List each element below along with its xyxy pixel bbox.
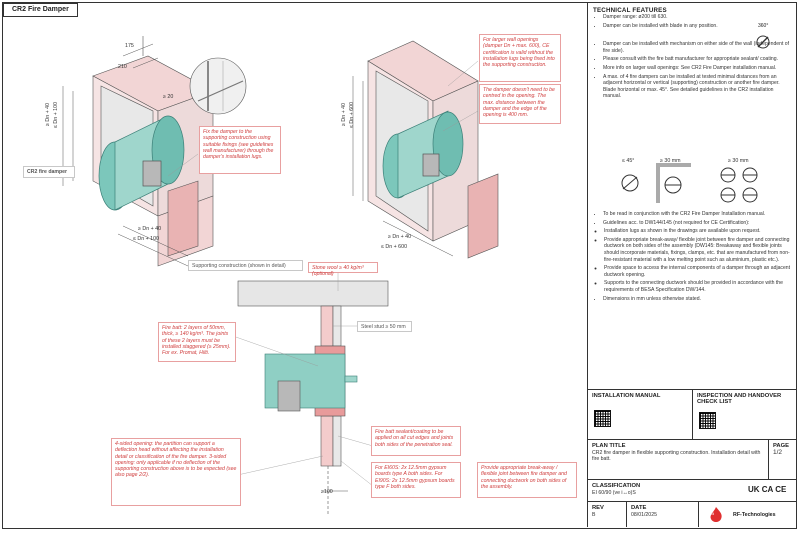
- label-stone-wool: Stone wool ≥ 40 kg/m³ (optional): [308, 262, 378, 277]
- feature-item: To be read in conjunction with the CR2 F…: [603, 211, 792, 218]
- feature-item: Damper can be installed with blade in an…: [603, 23, 792, 30]
- dim-175: 175: [125, 43, 134, 49]
- dist-label-30b: ≥ 30 mm: [728, 158, 749, 164]
- page-cell: PAGE 1/2: [768, 440, 797, 479]
- info-panel: TECHNICAL FEATURES Damper range: ø200 ti…: [587, 3, 797, 527]
- drawing-area: 175 210 ≥ 20 ≥ Dn + 40 ≤ Dn + 100 ≥ Dn +…: [3, 16, 585, 526]
- feature-subitem: Installation lugs as shown in the drawin…: [604, 228, 792, 235]
- left-detail-circle: [189, 57, 247, 115]
- note-sealant: Fire batt sealant/coating to be applied …: [371, 426, 461, 456]
- note-fix: Fix the damper to the supporting constru…: [199, 126, 281, 174]
- dim-left-min: ≥ Dn + 40: [45, 102, 51, 126]
- install-manual-cell: INSTALLATION MANUAL: [588, 390, 692, 439]
- dim-right-left-min: ≥ Dn + 40: [341, 102, 347, 126]
- date-cell: DATE 08/01/2025: [626, 502, 698, 527]
- note-boards: For EI60S: 2x 12.5mm gypsum boards type …: [371, 462, 461, 498]
- features-title: TECHNICAL FEATURES: [593, 7, 667, 14]
- angle-label: 360°: [758, 23, 769, 29]
- feature-item: Dimensions in mm unless otherwise stated…: [603, 296, 792, 303]
- plan-title-heading: PLAN TITLE: [592, 443, 626, 449]
- dim-210: 210: [118, 64, 127, 70]
- features-list-2: Damper can be installed with mechanism o…: [596, 41, 792, 100]
- plan-title-text: CR2 fire damper in flexible supporting c…: [592, 450, 761, 463]
- feature-item: Please consult with the fire batt manufa…: [603, 56, 792, 63]
- dist-label-45: ≤ 45°: [622, 158, 635, 164]
- dist-label-30a: ≥ 30 mm: [660, 158, 681, 164]
- right-dims: [352, 76, 454, 257]
- feature-subitem: Provide appropriate break-away/ flexible…: [604, 237, 792, 263]
- note-centre: The damper doesn't need to be centred in…: [479, 84, 561, 124]
- inspection-qr-icon[interactable]: [699, 412, 716, 429]
- inspection-cell: INSPECTION AND HANDOVER CHECK LIST: [692, 390, 797, 439]
- classification-cell: CLASSIFICATION EI 60/90 (ve i↔o)S: [588, 480, 738, 501]
- plan-title-cell: PLAN TITLE CR2 fire damper in flexible s…: [588, 440, 768, 479]
- plan-row: PLAN TITLE CR2 fire damper in flexible s…: [588, 439, 797, 479]
- rev-value: B: [592, 512, 596, 518]
- dim-20: ≥ 20: [163, 94, 174, 100]
- install-manual-title: INSTALLATION MANUAL: [592, 393, 661, 399]
- note-opening-sides: 4-sided opening: the partition can suppo…: [111, 438, 241, 506]
- feature-item: Damper range: ø200 till 630.: [603, 14, 792, 21]
- features-list-3: To be read in conjunction with the CR2 F…: [596, 211, 792, 304]
- date-heading: DATE: [631, 505, 647, 511]
- dim-bottom-max: ≤ Dn + 100: [133, 236, 160, 242]
- page-number: 1/2: [773, 449, 783, 456]
- cr2-label: CR2 fire damper: [23, 166, 75, 179]
- classification-heading: CLASSIFICATION: [592, 483, 641, 489]
- feature-item: More info on larger wall openings: See C…: [603, 65, 792, 72]
- label-support: Supporting construction (shown in detail…: [188, 260, 303, 271]
- dim-right-bottom-min: ≥ Dn + 40: [388, 234, 412, 240]
- brand-cell: Rf-t RF-Technologies: [698, 502, 797, 527]
- manual-row: INSTALLATION MANUAL INSPECTION AND HANDO…: [588, 389, 797, 439]
- label-steel-stud: Steel stud ≥ 50 mm: [357, 321, 412, 332]
- dim-left-max: ≤ Dn + 100: [53, 101, 59, 128]
- note-flexible-joint: Provide appropriate break-away / flexibl…: [477, 462, 577, 498]
- dim-right-left-max: ≤ Dn + 600: [349, 101, 355, 128]
- rev-heading: REV: [592, 505, 604, 511]
- technical-features: TECHNICAL FEATURES Damper range: ø200 ti…: [588, 3, 797, 389]
- note-fire-batt: Fire batt: 2 layers of 50mm, thick, ≥ 14…: [158, 322, 236, 362]
- rotation-icon: [756, 35, 770, 49]
- feature-item: Guidelines acc. to DW144/145 (not requir…: [603, 220, 792, 227]
- doc-title: CR2 Fire Damper: [3, 3, 78, 17]
- right-damper: [382, 110, 464, 199]
- feature-item: Damper can be installed with mechanism o…: [603, 41, 792, 54]
- brand-logo-text: Rf-t: [707, 511, 714, 516]
- inspection-title: INSPECTION AND HANDOVER CHECK LIST: [697, 393, 782, 405]
- feature-subitem: Provide space to access the internal com…: [604, 265, 792, 278]
- section-view: [237, 280, 389, 516]
- dim-bottom-min: ≥ Dn + 40: [138, 226, 162, 232]
- revision-row: REV B DATE 08/01/2025 Rf-t RF-Technologi…: [588, 501, 797, 527]
- features-list-1: Damper range: ø200 till 630. Damper can …: [596, 14, 792, 29]
- date-value: 08/01/2025: [631, 512, 657, 518]
- conformity-marks: UK CA CE: [748, 485, 787, 494]
- dim-100: ≥100: [321, 489, 333, 495]
- classification-row: CLASSIFICATION EI 60/90 (ve i↔o)S UK CA …: [588, 479, 797, 501]
- left-damper: [98, 115, 185, 211]
- technical-drawing: [62, 36, 499, 516]
- feature-subitem: Supports to the connecting ductwork shou…: [604, 280, 792, 293]
- brand-name: RF-Technologies: [733, 512, 776, 518]
- note-large-opening: For larger wall openings (damper Dn + ma…: [479, 34, 561, 82]
- page-heading: PAGE: [773, 443, 789, 449]
- dim-right-bottom-max: ≤ Dn + 600: [381, 244, 408, 250]
- install-manual-qr-icon[interactable]: [594, 410, 611, 427]
- brand-logo-icon: [710, 507, 722, 522]
- feature-item: A max. of 4 fire dampers can be installe…: [603, 74, 792, 100]
- classification-value: EI 60/90 (ve i↔o)S: [592, 490, 636, 496]
- rev-cell: REV B: [588, 502, 626, 527]
- distance-diagram: [621, 163, 758, 203]
